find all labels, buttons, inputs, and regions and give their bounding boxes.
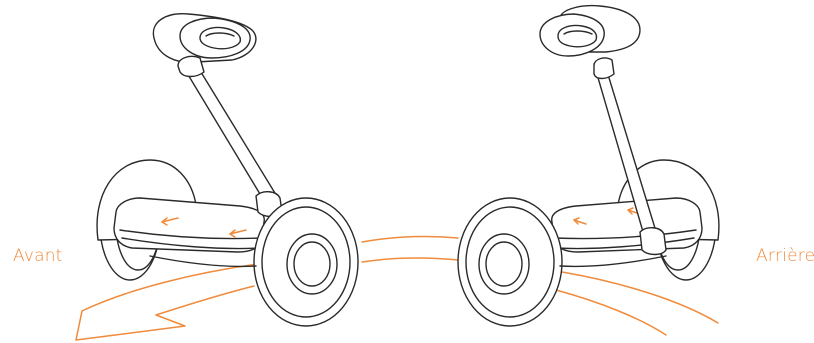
rotation-path <box>76 236 718 340</box>
scooter-rear-view <box>458 6 719 326</box>
front-label: Avant <box>13 246 63 266</box>
rotation-arrow-head <box>76 264 258 340</box>
scooter-front-view <box>97 14 358 326</box>
rear-label: Arrière <box>756 246 814 266</box>
